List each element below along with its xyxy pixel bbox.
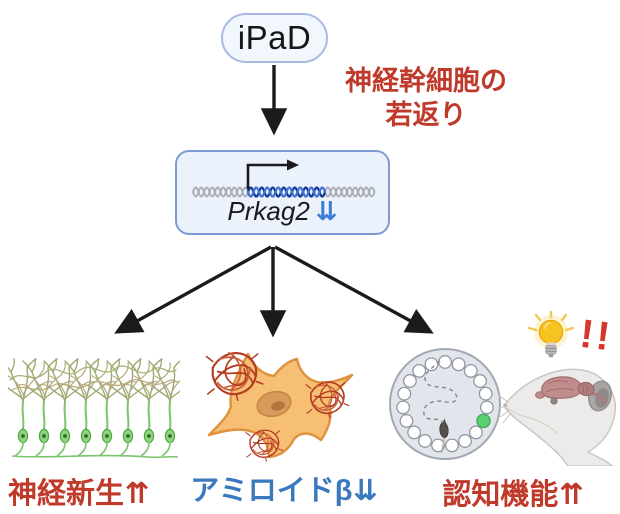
nose xyxy=(503,403,507,407)
down-arrows: ⇊ xyxy=(353,475,378,507)
target-hole-green xyxy=(476,413,491,429)
label-cognitive-function: 認知機能⇈ xyxy=(442,479,584,511)
neurons-illustration xyxy=(8,358,180,459)
label-amyloid-beta: アミロイドβ⇊ xyxy=(190,475,378,507)
arrow-gene-to-neurogenesis xyxy=(114,245,272,334)
dna-helix-icon xyxy=(192,159,376,198)
prkag2-gene-node: Prkag2⇊ xyxy=(175,150,390,235)
ipad-node: iPaD xyxy=(221,13,328,63)
gene-label: Prkag2⇊ xyxy=(177,196,388,227)
barnes-maze-illustration xyxy=(389,348,501,460)
annotation-line1: 神経幹細胞の xyxy=(345,66,507,96)
mouse-in-maze xyxy=(439,418,449,454)
transcription-start-arrow-icon xyxy=(246,159,299,190)
search-path-dashed xyxy=(423,360,458,423)
annotation-line2: 若返り xyxy=(385,100,467,130)
up-arrows: ⇈ xyxy=(559,479,584,511)
arrow-gene-to-cognition xyxy=(274,245,434,334)
annotation-nsc-rejuvenation: 神経幹細胞の 若返り xyxy=(335,64,517,132)
brain xyxy=(535,376,606,404)
microglia-amyloid-illustration xyxy=(205,351,354,462)
double-exclamation-mark: !! xyxy=(577,311,616,360)
mouse-head-brain-illustration xyxy=(498,368,617,466)
gene-name: Prkag2 xyxy=(227,196,310,226)
up-arrows: ⇈ xyxy=(125,478,150,510)
lightbulb-icon xyxy=(527,311,575,358)
gene-down-arrows: ⇊ xyxy=(315,196,338,226)
label-neurogenesis: 神経新生⇈ xyxy=(8,478,150,510)
ipad-label: iPaD xyxy=(237,19,312,56)
eye xyxy=(550,397,558,405)
whiskers xyxy=(498,394,511,424)
